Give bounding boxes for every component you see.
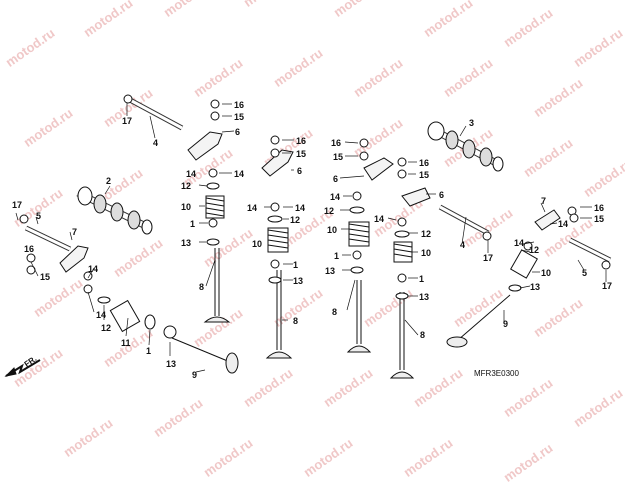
callout-retainer: 14 — [186, 169, 197, 179]
callout-adjuster-nut: 15 — [296, 149, 307, 159]
callout-spring-seat: 12 — [181, 181, 192, 191]
rocker-shaft-mid — [438, 204, 490, 236]
callout-oring: 17 — [483, 253, 494, 263]
callout-adjuster-screw: 16 — [594, 203, 605, 213]
callout-rocker-arm-a: 6 — [235, 127, 241, 137]
rocker-shaft-left — [24, 225, 72, 252]
camshaft-left — [76, 186, 153, 235]
callout-valve-in: 8 — [332, 307, 338, 317]
callout-rocker-shaft-b: 5 — [582, 268, 588, 278]
small-parts — [19, 94, 611, 339]
callout-stem-seal: 13 — [419, 292, 430, 302]
callout-rocker-arm-a: 6 — [297, 166, 303, 176]
callout-stem-seal: 13 — [181, 238, 192, 248]
callout-adjuster-screw: 16 — [331, 138, 342, 148]
callout-stem-seal: 13 — [530, 282, 541, 292]
rocker-shaft-right — [568, 237, 612, 263]
callout-oring: 17 — [122, 116, 133, 126]
callout-spring-inner: 11 — [121, 338, 131, 348]
callout-oring: 17 — [602, 281, 613, 291]
callout-adjuster-screw: 16 — [24, 244, 35, 254]
callout-spring-outer: 10 — [541, 268, 552, 278]
callout-valve-in: 8 — [199, 282, 205, 292]
callout-rocker-arm-b: 7 — [72, 227, 78, 237]
callout-spring-seat: 12 — [421, 229, 432, 239]
callout-camshaft-left: 2 — [106, 176, 112, 186]
callout-adjuster-screw: 16 — [419, 158, 430, 168]
callout-camshaft-right: 3 — [469, 118, 475, 128]
callout-stem-seal: 13 — [293, 276, 304, 286]
callout-cotter: 1 — [419, 274, 425, 284]
callout-rocker-arm-b: 7 — [541, 196, 547, 206]
rocker-arms — [59, 131, 561, 273]
callout-retainer: 14 — [295, 203, 306, 213]
callout-rocker-arm-a: 6 — [333, 174, 339, 184]
callout-adjuster-nut: 15 — [234, 112, 245, 122]
callout-spring-outer: 10 — [252, 239, 263, 249]
callout-valve-ex: 9 — [192, 370, 198, 380]
callout-adjuster-nut: 15 — [40, 272, 51, 282]
camshaft-right — [427, 121, 504, 172]
callout-retainer: 14 — [374, 214, 385, 224]
callout-retainer: 14 — [330, 192, 341, 202]
callout-valve-in: 8 — [293, 316, 299, 326]
callout-valve-in: 8 — [420, 330, 426, 340]
callout-cotter: 1 — [334, 251, 340, 261]
valves — [171, 248, 511, 379]
callout-spring-seat: 12 — [101, 323, 112, 333]
callout-retainer: 14 — [96, 310, 107, 320]
leader-lines — [15, 103, 607, 373]
callout-stem-seal: 13 — [325, 266, 336, 276]
callout-spring-outer: 10 — [421, 248, 432, 258]
callout-valve-ex: 9 — [503, 319, 509, 329]
callout-spring-outer: 10 — [327, 225, 338, 235]
callout-cotter: 1 — [146, 346, 152, 356]
callout-retainer: 14 — [88, 264, 99, 274]
callout-retainer: 14 — [514, 238, 525, 248]
callout-adjuster-screw: 16 — [234, 100, 245, 110]
callout-rocker-shaft-b: 5 — [36, 211, 42, 221]
callout-adjuster-nut: 15 — [419, 170, 430, 180]
callout-spring-seat: 12 — [529, 245, 540, 255]
diagram-code: MFR3E0300 — [474, 369, 519, 378]
callout-spring-outer: 10 — [181, 202, 192, 212]
rocker-shaft-top — [128, 97, 184, 131]
callout-retainer: 14 — [234, 169, 245, 179]
valve-springs — [109, 195, 538, 333]
callout-retainer: 14 — [558, 219, 569, 229]
callout-oring: 17 — [12, 200, 23, 210]
callout-spring-seat: 12 — [324, 206, 335, 216]
callout-cotter: 1 — [190, 219, 196, 229]
callout-retainer: 14 — [247, 203, 258, 213]
callout-adjuster-nut: 15 — [333, 152, 344, 162]
callout-adjuster-nut: 15 — [594, 214, 605, 224]
exploded-view-drawing — [4, 94, 612, 379]
callout-rocker-arm-a: 6 — [439, 190, 445, 200]
callout-spring-seat: 12 — [290, 215, 301, 225]
callout-stem-seal: 13 — [166, 359, 177, 369]
callout-adjuster-screw: 16 — [296, 136, 307, 146]
callout-cotter: 1 — [293, 260, 299, 270]
callout-rocker-shaft-a: 4 — [153, 138, 159, 148]
front-arrow-icon — [4, 359, 41, 377]
callout-rocker-shaft-a: 4 — [460, 240, 466, 250]
